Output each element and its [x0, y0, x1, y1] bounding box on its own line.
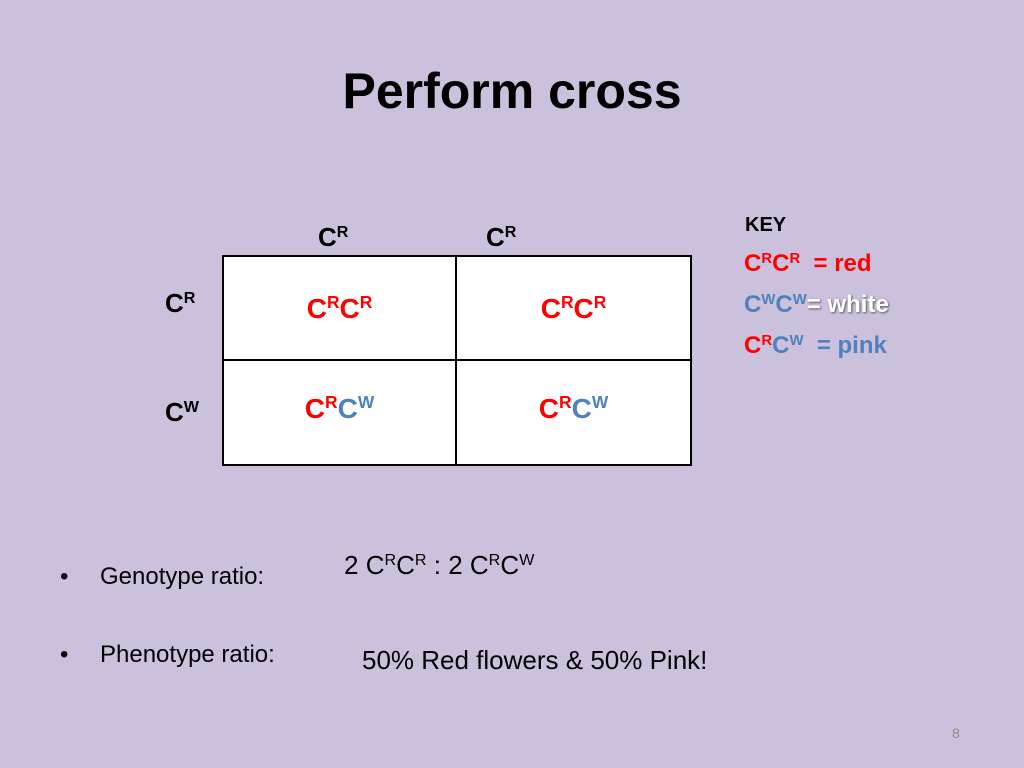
key-pink: CRCW = pink — [744, 332, 887, 359]
row-allele-1: CR — [165, 288, 196, 318]
key-heading: KEY — [745, 214, 787, 236]
punnett-cell: CRCR — [224, 257, 457, 361]
row-allele-2: CW — [165, 397, 199, 427]
slide-title: Perform cross — [342, 63, 682, 119]
key-red: CRCR = red — [744, 250, 872, 277]
genotype-ratio: 2 CRCR : 2 CRCW — [344, 550, 535, 580]
genotype-bullet: • Genotype ratio: — [60, 563, 264, 591]
bullet-icon: • — [60, 563, 69, 590]
column-allele-1: CR — [318, 222, 349, 252]
column-allele-2: CR — [486, 222, 517, 252]
slide-number: 8 — [952, 725, 960, 741]
phenotype-bullet: • Phenotype ratio: — [60, 641, 275, 669]
bullet-icon: • — [60, 641, 69, 668]
punnett-cell: CRCR — [457, 257, 690, 361]
phenotype-ratio: 50% Red flowers & 50% Pink! — [362, 645, 708, 675]
genotype-label: Genotype ratio: — [100, 563, 265, 590]
phenotype-label: Phenotype ratio: — [100, 641, 275, 668]
key-white: CWCW= white — [744, 291, 889, 318]
